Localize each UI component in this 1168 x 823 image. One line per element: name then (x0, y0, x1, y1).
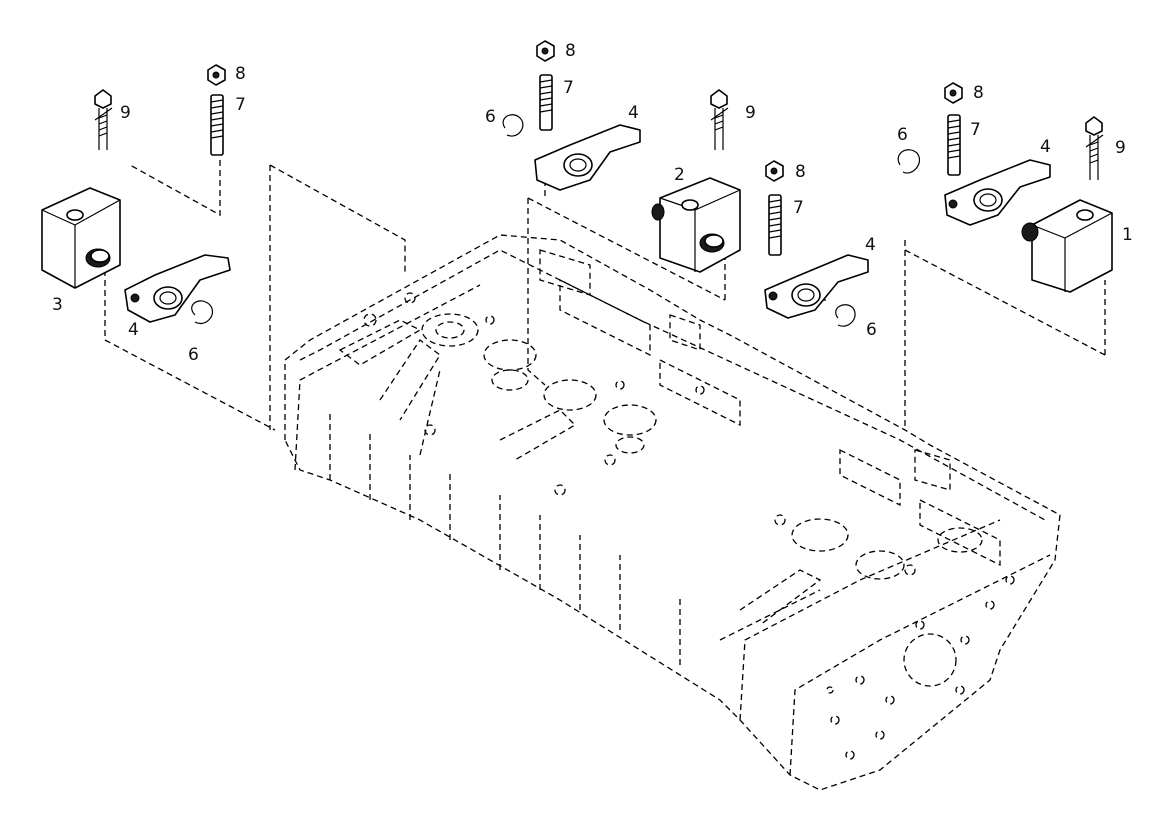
circlip-left (191, 300, 214, 325)
stud-center (768, 194, 782, 256)
callout-6-mid: 6 (485, 107, 496, 127)
nut-right (944, 82, 963, 104)
callout-7-center: 7 (793, 198, 804, 218)
stud-mid (539, 74, 553, 131)
rocker-support-1 (1021, 199, 1113, 293)
rocker-arm-mid (534, 124, 641, 191)
rocker-arm-right (944, 159, 1051, 226)
callout-4-mid: 4 (628, 103, 639, 123)
callout-9-right: 9 (1115, 138, 1126, 158)
circlip-center (835, 304, 856, 327)
callout-4-center: 4 (865, 235, 876, 255)
bolt-right (1085, 116, 1104, 180)
callout-7-left: 7 (235, 95, 246, 115)
cylinder-head (284, 234, 1061, 791)
callout-8-mid: 8 (565, 41, 576, 61)
callout-7-mid: 7 (563, 78, 574, 98)
stud-right (947, 114, 961, 176)
callout-6-center: 6 (866, 320, 877, 340)
callout-3: 3 (52, 295, 63, 315)
rocker-support-3 (41, 187, 121, 289)
rocker-arm-center (764, 254, 869, 319)
circlip-mid (502, 114, 524, 137)
nut-left (207, 64, 226, 86)
callout-9-mid: 9 (745, 103, 756, 123)
nut-mid (536, 40, 555, 62)
callout-4-right: 4 (1040, 137, 1051, 157)
stud-left (210, 94, 224, 156)
callout-labels: 9 8 7 3 4 6 8 7 6 4 9 2 8 7 4 6 8 7 6 4 … (52, 41, 1133, 365)
bolt-left (94, 89, 113, 150)
callout-6-left: 6 (188, 345, 199, 365)
callout-7-right: 7 (970, 120, 981, 140)
callout-6-right: 6 (897, 125, 908, 145)
callout-4-left: 4 (128, 320, 139, 340)
rocker-arm-left (124, 254, 231, 323)
rocker-support-2 (651, 177, 741, 273)
bolt-mid (710, 89, 729, 150)
callout-9-left: 9 (120, 103, 131, 123)
callout-2: 2 (674, 165, 685, 185)
callout-8-right: 8 (973, 83, 984, 103)
nut-center (765, 160, 784, 182)
callout-8-left: 8 (235, 64, 246, 84)
callout-1: 1 (1122, 225, 1133, 245)
circlip-right (897, 149, 921, 174)
callout-8-center: 8 (795, 162, 806, 182)
